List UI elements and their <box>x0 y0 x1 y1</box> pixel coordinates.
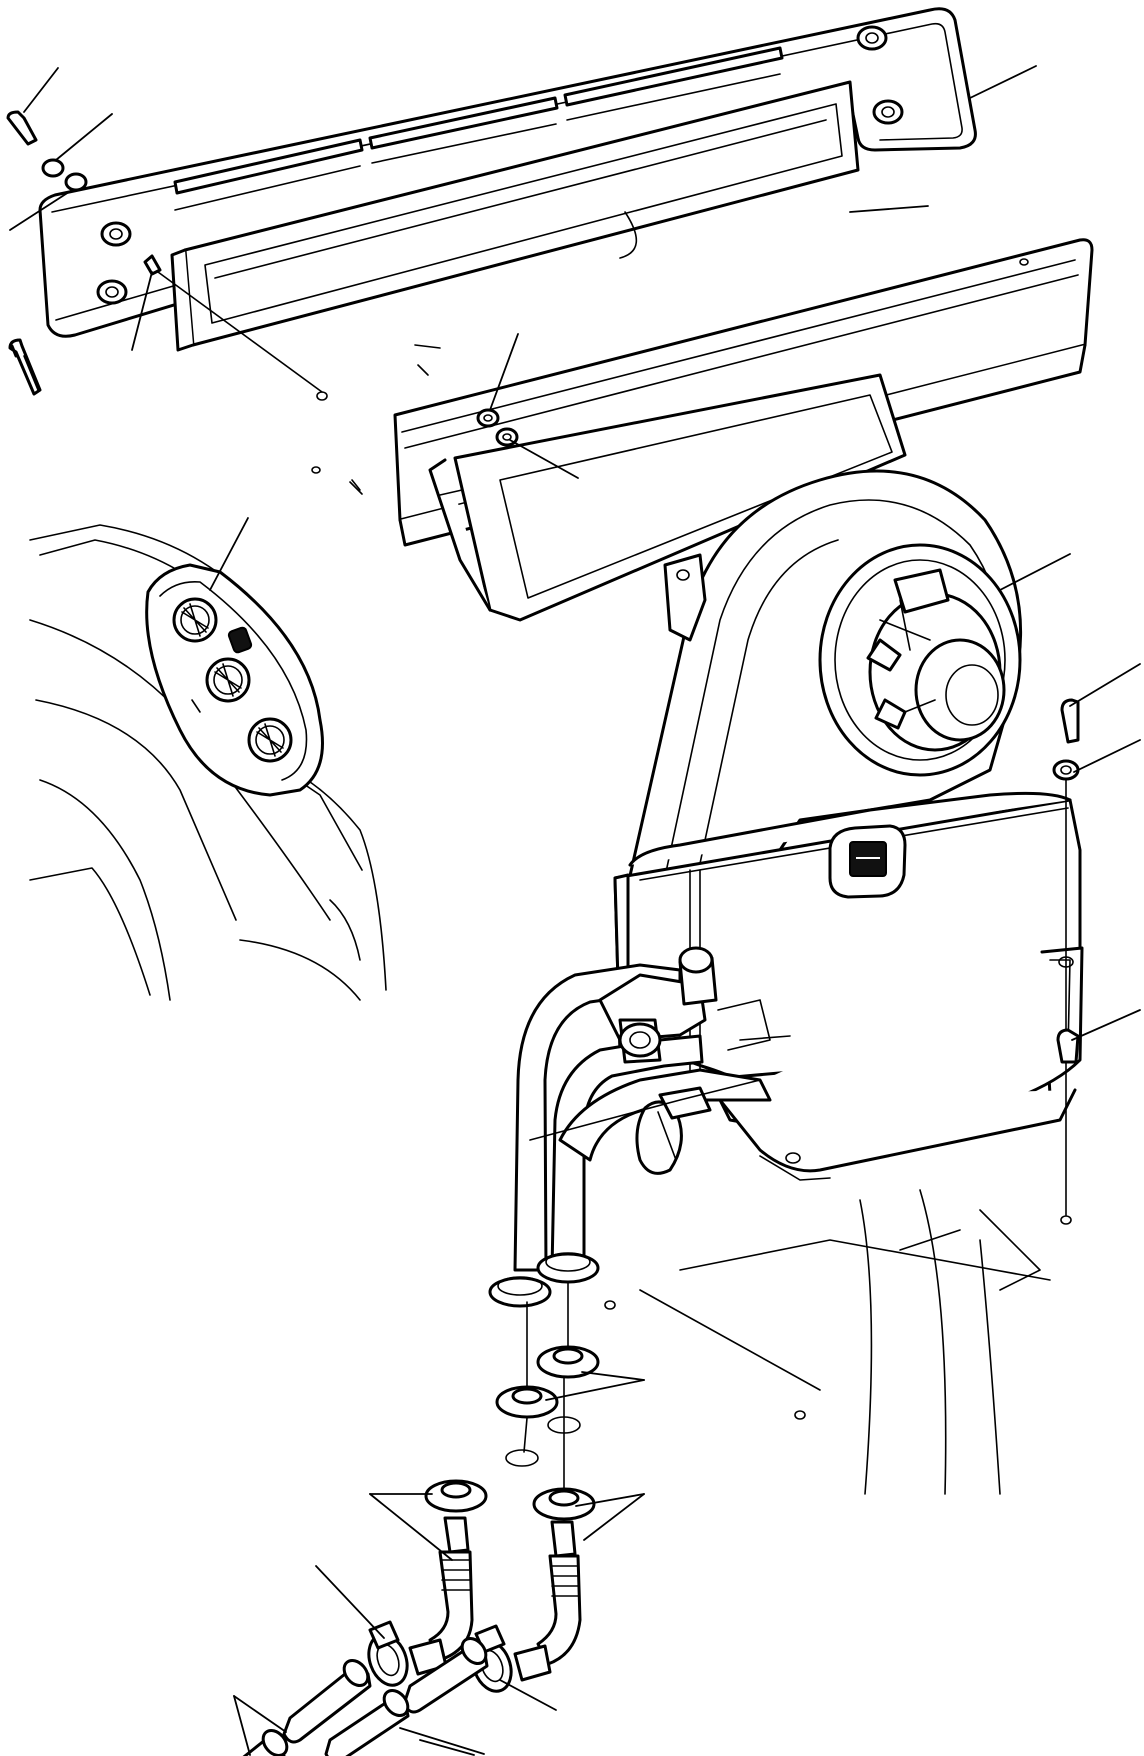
hose-clamp-icon <box>367 1620 513 1693</box>
elbow-fitting-icon <box>428 1516 582 1666</box>
coolant-hoses <box>488 946 791 1308</box>
hose-clamps <box>367 1620 513 1693</box>
blower-housing <box>618 469 1023 922</box>
hose-segment-icon <box>242 1636 489 1756</box>
screws-washers <box>1052 698 1080 1064</box>
callout-leaders <box>9 65 1141 1756</box>
valve-icon <box>618 946 718 1175</box>
heater-unit <box>613 791 1084 1181</box>
air-duct <box>351 238 1094 622</box>
screws-washers <box>6 110 363 495</box>
grommets <box>424 1281 600 1521</box>
control-panel-inset <box>29 524 387 1001</box>
cab-floor <box>529 769 1072 1495</box>
air-filter <box>170 80 860 352</box>
control-knob-icon <box>172 597 293 763</box>
elbow-fittings <box>408 1516 582 1682</box>
grommet-icon <box>424 1345 600 1521</box>
mounting-boss-icon <box>96 25 904 305</box>
hose-pieces <box>242 1636 489 1756</box>
